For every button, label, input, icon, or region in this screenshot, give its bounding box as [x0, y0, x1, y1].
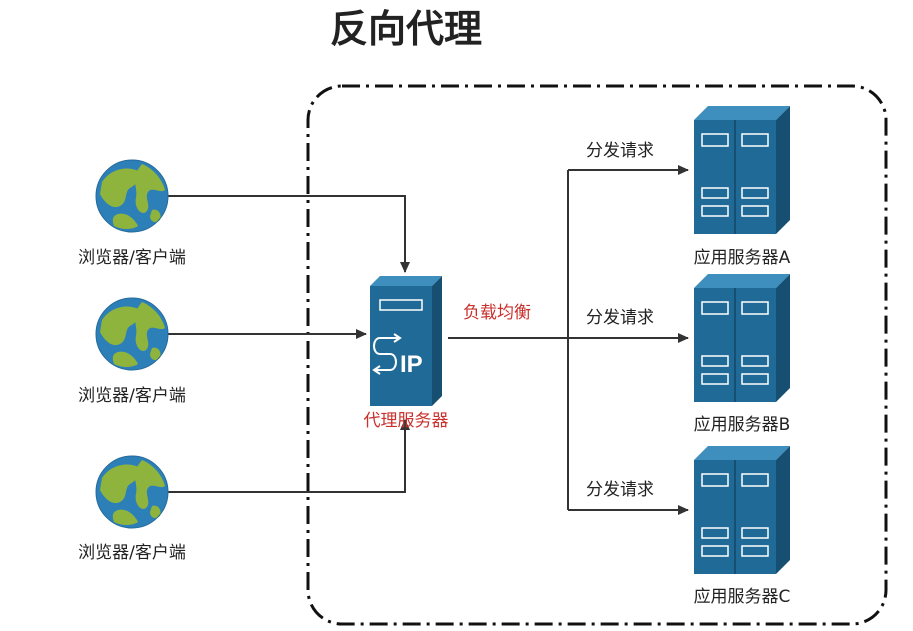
connector-client-1 — [168, 195, 410, 273]
server-rack-icon — [694, 446, 790, 574]
globe-icon — [95, 455, 169, 529]
dispatch-label-b: 分发请求 — [586, 308, 654, 328]
server-label-b: 应用服务器B — [693, 415, 791, 435]
proxy-server-icon: IP — [370, 276, 442, 406]
server-zone-boundary — [306, 84, 888, 626]
server-rack-icon — [694, 106, 790, 234]
dispatch-label-c: 分发请求 — [586, 480, 654, 500]
load-balance-label: 负载均衡 — [463, 303, 531, 323]
diagram-title: 反向代理 — [330, 7, 483, 51]
globe-icon — [95, 159, 169, 233]
proxy-server-label: 代理服务器 — [363, 411, 449, 431]
globe-icon — [95, 297, 169, 371]
client-label-1: 浏览器/客户端 — [78, 248, 186, 268]
server-rack-icon — [694, 274, 790, 402]
server-label-a: 应用服务器A — [693, 248, 791, 268]
dispatch-label-a: 分发请求 — [586, 141, 654, 161]
server-label-c: 应用服务器C — [693, 587, 791, 607]
client-label-3: 浏览器/客户端 — [78, 543, 186, 563]
connector-client-3 — [168, 419, 410, 493]
proxy-ip-text: IP — [400, 351, 423, 378]
client-label-2: 浏览器/客户端 — [78, 386, 186, 406]
